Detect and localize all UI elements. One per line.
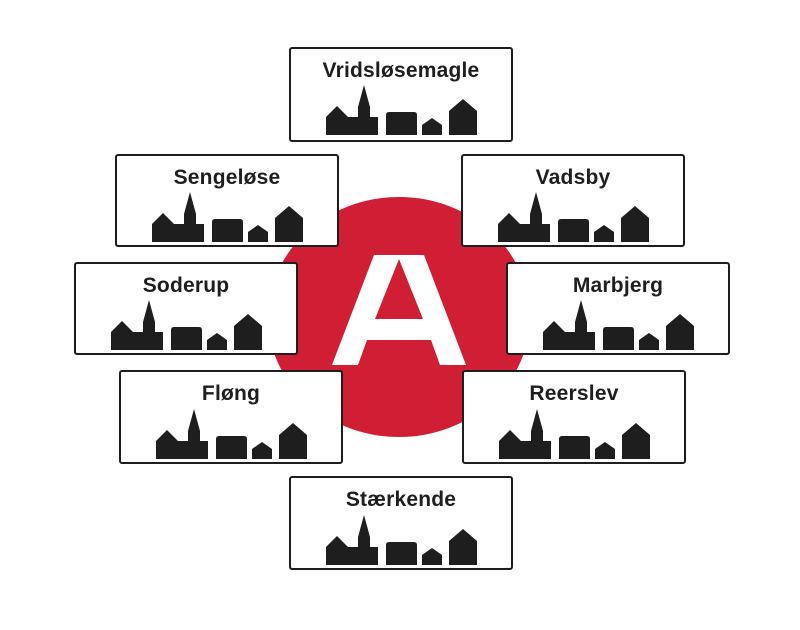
town-name: Reerslev — [529, 382, 619, 405]
town-skyline-icon — [498, 192, 649, 242]
town-sign-marbjerg: Marbjerg — [506, 262, 730, 355]
town-name: Sengeløse — [173, 166, 281, 189]
town-name: Vadsby — [535, 166, 611, 189]
letter-a-icon — [332, 255, 466, 365]
town-skyline-icon — [543, 300, 694, 350]
town-skyline-icon — [326, 85, 477, 135]
town-name: Marbjerg — [572, 274, 664, 297]
town-name: Soderup — [142, 274, 230, 297]
town-skyline-icon — [111, 300, 262, 350]
town-sign-reerslev: Reerslev — [462, 370, 686, 464]
town-name: Stærkende — [345, 488, 457, 511]
town-sign-vridslosemagle: Vridsløsemagle — [289, 47, 513, 142]
town-sign-flong: Fløng — [119, 370, 343, 464]
town-name: Fløng — [201, 382, 261, 405]
town-sign-staerkende: Stærkende — [289, 476, 513, 570]
town-skyline-icon — [499, 409, 650, 459]
town-sign-vadsby: Vadsby — [461, 154, 685, 247]
town-name: Vridsløsemagle — [322, 59, 480, 82]
town-sign-soderup: Soderup — [74, 262, 298, 355]
town-skyline-icon — [156, 409, 307, 459]
town-skyline-icon — [152, 192, 303, 242]
town-sign-sengelose: Sengeløse — [115, 154, 339, 247]
town-skyline-icon — [326, 515, 477, 565]
